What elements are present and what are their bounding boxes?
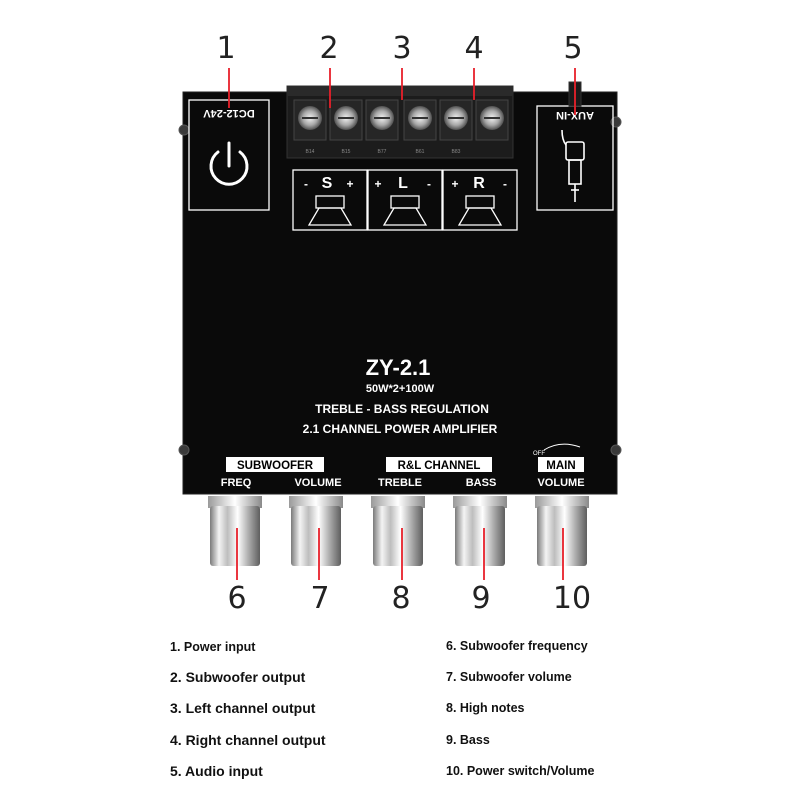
rl-channel-group-label: R&L CHANNEL [398,460,481,472]
pcb-code: B77 [378,149,387,155]
terminal-l-label: L [398,175,408,192]
volume-arc-icon [543,443,581,451]
knob-main-volume[interactable] [535,496,589,566]
knob-subwoofer-frequency[interactable] [208,496,262,566]
power-rating: 50W*2+100W [366,383,435,395]
dc-input-label: DC12-24V [203,107,255,119]
main-group-badge [538,457,584,472]
terminal-s-plus: + [346,177,353,191]
legend-item-3: 3. Left channel output [170,700,316,716]
legend-item-4: 4. Right channel output [170,732,326,748]
pcb-code: B61 [416,149,425,155]
callout-number-2: 2 [319,31,339,66]
pcb-code: B14 [306,149,315,155]
terminal-s-minus: - [304,177,308,191]
audio-jack-icon [561,129,585,202]
legend-item-8: 8. High notes [446,701,525,715]
knob-bass[interactable] [453,496,507,566]
legend-item-5: 5. Audio input [170,763,263,779]
pcb-code: B83 [452,149,461,155]
rl-channel-group-badge [386,457,492,472]
callout-number-10: 10 [552,581,592,616]
mount-screw-icon [178,124,190,136]
knob-label-treble: TREBLE [378,477,422,489]
legend-item-2: 2. Subwoofer output [170,669,306,685]
off-label: OFF [533,451,545,457]
legend-item-1: 1. Power input [170,640,256,654]
legend-item-6: 6. Subwoofer frequency [446,639,588,653]
callout-lines [228,68,576,580]
terminal-screws [293,99,509,141]
callout-number-4: 4 [464,31,484,66]
description-line-2: 2.1 CHANNEL POWER AMPLIFIER [303,422,498,436]
callout-number-8: 8 [391,581,411,616]
power-icon [209,141,249,186]
callout-number-6: 6 [227,581,247,616]
description-line-1: TREBLE - BASS REGULATION [315,402,489,416]
knob-subwoofer-volume[interactable] [289,496,343,566]
mount-screw-icon [610,444,622,456]
knob-label-bass: BASS [466,477,497,489]
legend-item-9: 9. Bass [446,733,490,747]
subwoofer-group-badge [226,457,324,472]
knob-label-sub-volume: VOLUME [294,477,341,489]
terminal-l-minus: - [427,177,431,191]
main-group-label: MAIN [546,460,575,472]
callout-number-1: 1 [216,31,236,66]
legend-item-7: 7. Subwoofer volume [446,670,572,684]
subwoofer-group-label: SUBWOOFER [237,460,314,472]
board-body [183,92,617,494]
callout-number-9: 9 [471,581,491,616]
pcb-code: B15 [342,149,351,155]
callout-number-3: 3 [392,31,412,66]
speaker-outputs [292,169,518,231]
legend-item-10: 10. Power switch/Volume [446,764,595,778]
mount-screw-icon [178,444,190,456]
knob-label-main-volume: VOLUME [537,477,584,489]
terminal-s-label: S [322,175,333,192]
knob-treble[interactable] [371,496,425,566]
knob-label-freq: FREQ [221,477,252,489]
model-name: ZY-2.1 [366,355,431,380]
callout-number-7: 7 [310,581,330,616]
terminal-r-minus: - [503,177,507,191]
callout-number-5: 5 [563,31,583,66]
terminal-l-plus: + [374,177,381,191]
terminal-r-label: R [473,175,485,192]
terminal-r-plus: + [451,177,458,191]
